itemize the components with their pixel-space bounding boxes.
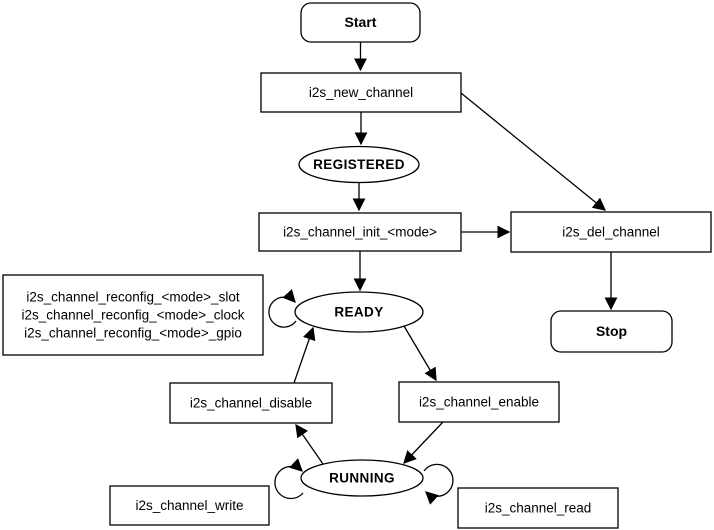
enable-label: i2s_channel_enable	[419, 395, 539, 410]
node-stop: Stop	[550, 310, 673, 353]
del-channel-shape	[510, 211, 712, 253]
node-reconfig: i2s_channel_reconfig_<mode>_slot i2s_cha…	[2, 274, 264, 356]
del-channel-label: i2s_del_channel	[562, 225, 660, 240]
reconfig-line-clock: i2s_channel_reconfig_<mode>_clock	[22, 308, 245, 323]
node-enable: i2s_channel_enable	[398, 381, 560, 423]
start-shape	[300, 2, 421, 43]
disable-shape	[169, 382, 333, 424]
init-shape	[258, 212, 462, 252]
edge-ready-self-loop-reconfig	[268, 288, 297, 328]
node-del-channel: i2s_del_channel	[510, 211, 712, 253]
node-running: RUNNING	[300, 459, 424, 497]
edge-running-to-disable	[295, 423, 324, 465]
node-start: Start	[300, 2, 421, 43]
disable-label: i2s_channel_disable	[190, 396, 312, 411]
edge-running-self-loop-write	[274, 458, 304, 500]
edge-disable-to-ready	[293, 326, 316, 384]
new-channel-label: i2s_new_channel	[309, 85, 413, 100]
node-disable: i2s_channel_disable	[169, 382, 333, 424]
read-shape	[457, 487, 619, 529]
stop-label: Stop	[596, 323, 627, 339]
node-ready: READY	[294, 291, 424, 333]
reconfig-shape	[2, 274, 264, 356]
start-label: Start	[345, 14, 377, 30]
write-shape	[109, 485, 270, 526]
running-shape	[300, 459, 424, 497]
write-label: i2s_channel_write	[135, 498, 243, 513]
edge-enable-to-running	[403, 421, 444, 464]
registered-shape	[298, 145, 420, 184]
node-write: i2s_channel_write	[109, 485, 270, 526]
reconfig-line-slot: i2s_channel_reconfig_<mode>_slot	[26, 290, 239, 305]
node-new-channel: i2s_new_channel	[260, 72, 462, 113]
stop-shape	[550, 310, 673, 353]
ready-shape	[294, 291, 424, 333]
init-label: i2s_channel_init_<mode>	[283, 225, 437, 240]
ready-label: READY	[334, 305, 383, 320]
node-init: i2s_channel_init_<mode>	[258, 212, 462, 252]
running-label: RUNNING	[329, 471, 395, 486]
enable-shape	[398, 381, 560, 423]
edge-running-self-loop-read	[423, 463, 454, 505]
registered-label: REGISTERED	[313, 157, 405, 172]
node-read: i2s_channel_read	[457, 487, 619, 529]
reconfig-line-gpio: i2s_channel_reconfig_<mode>_gpio	[24, 326, 242, 341]
edge-ready-to-enable	[403, 325, 437, 382]
read-label: i2s_channel_read	[485, 501, 592, 516]
new-channel-shape	[260, 72, 462, 113]
edge-new-channel-to-del-channel	[460, 92, 607, 211]
node-registered: REGISTERED	[298, 145, 420, 184]
